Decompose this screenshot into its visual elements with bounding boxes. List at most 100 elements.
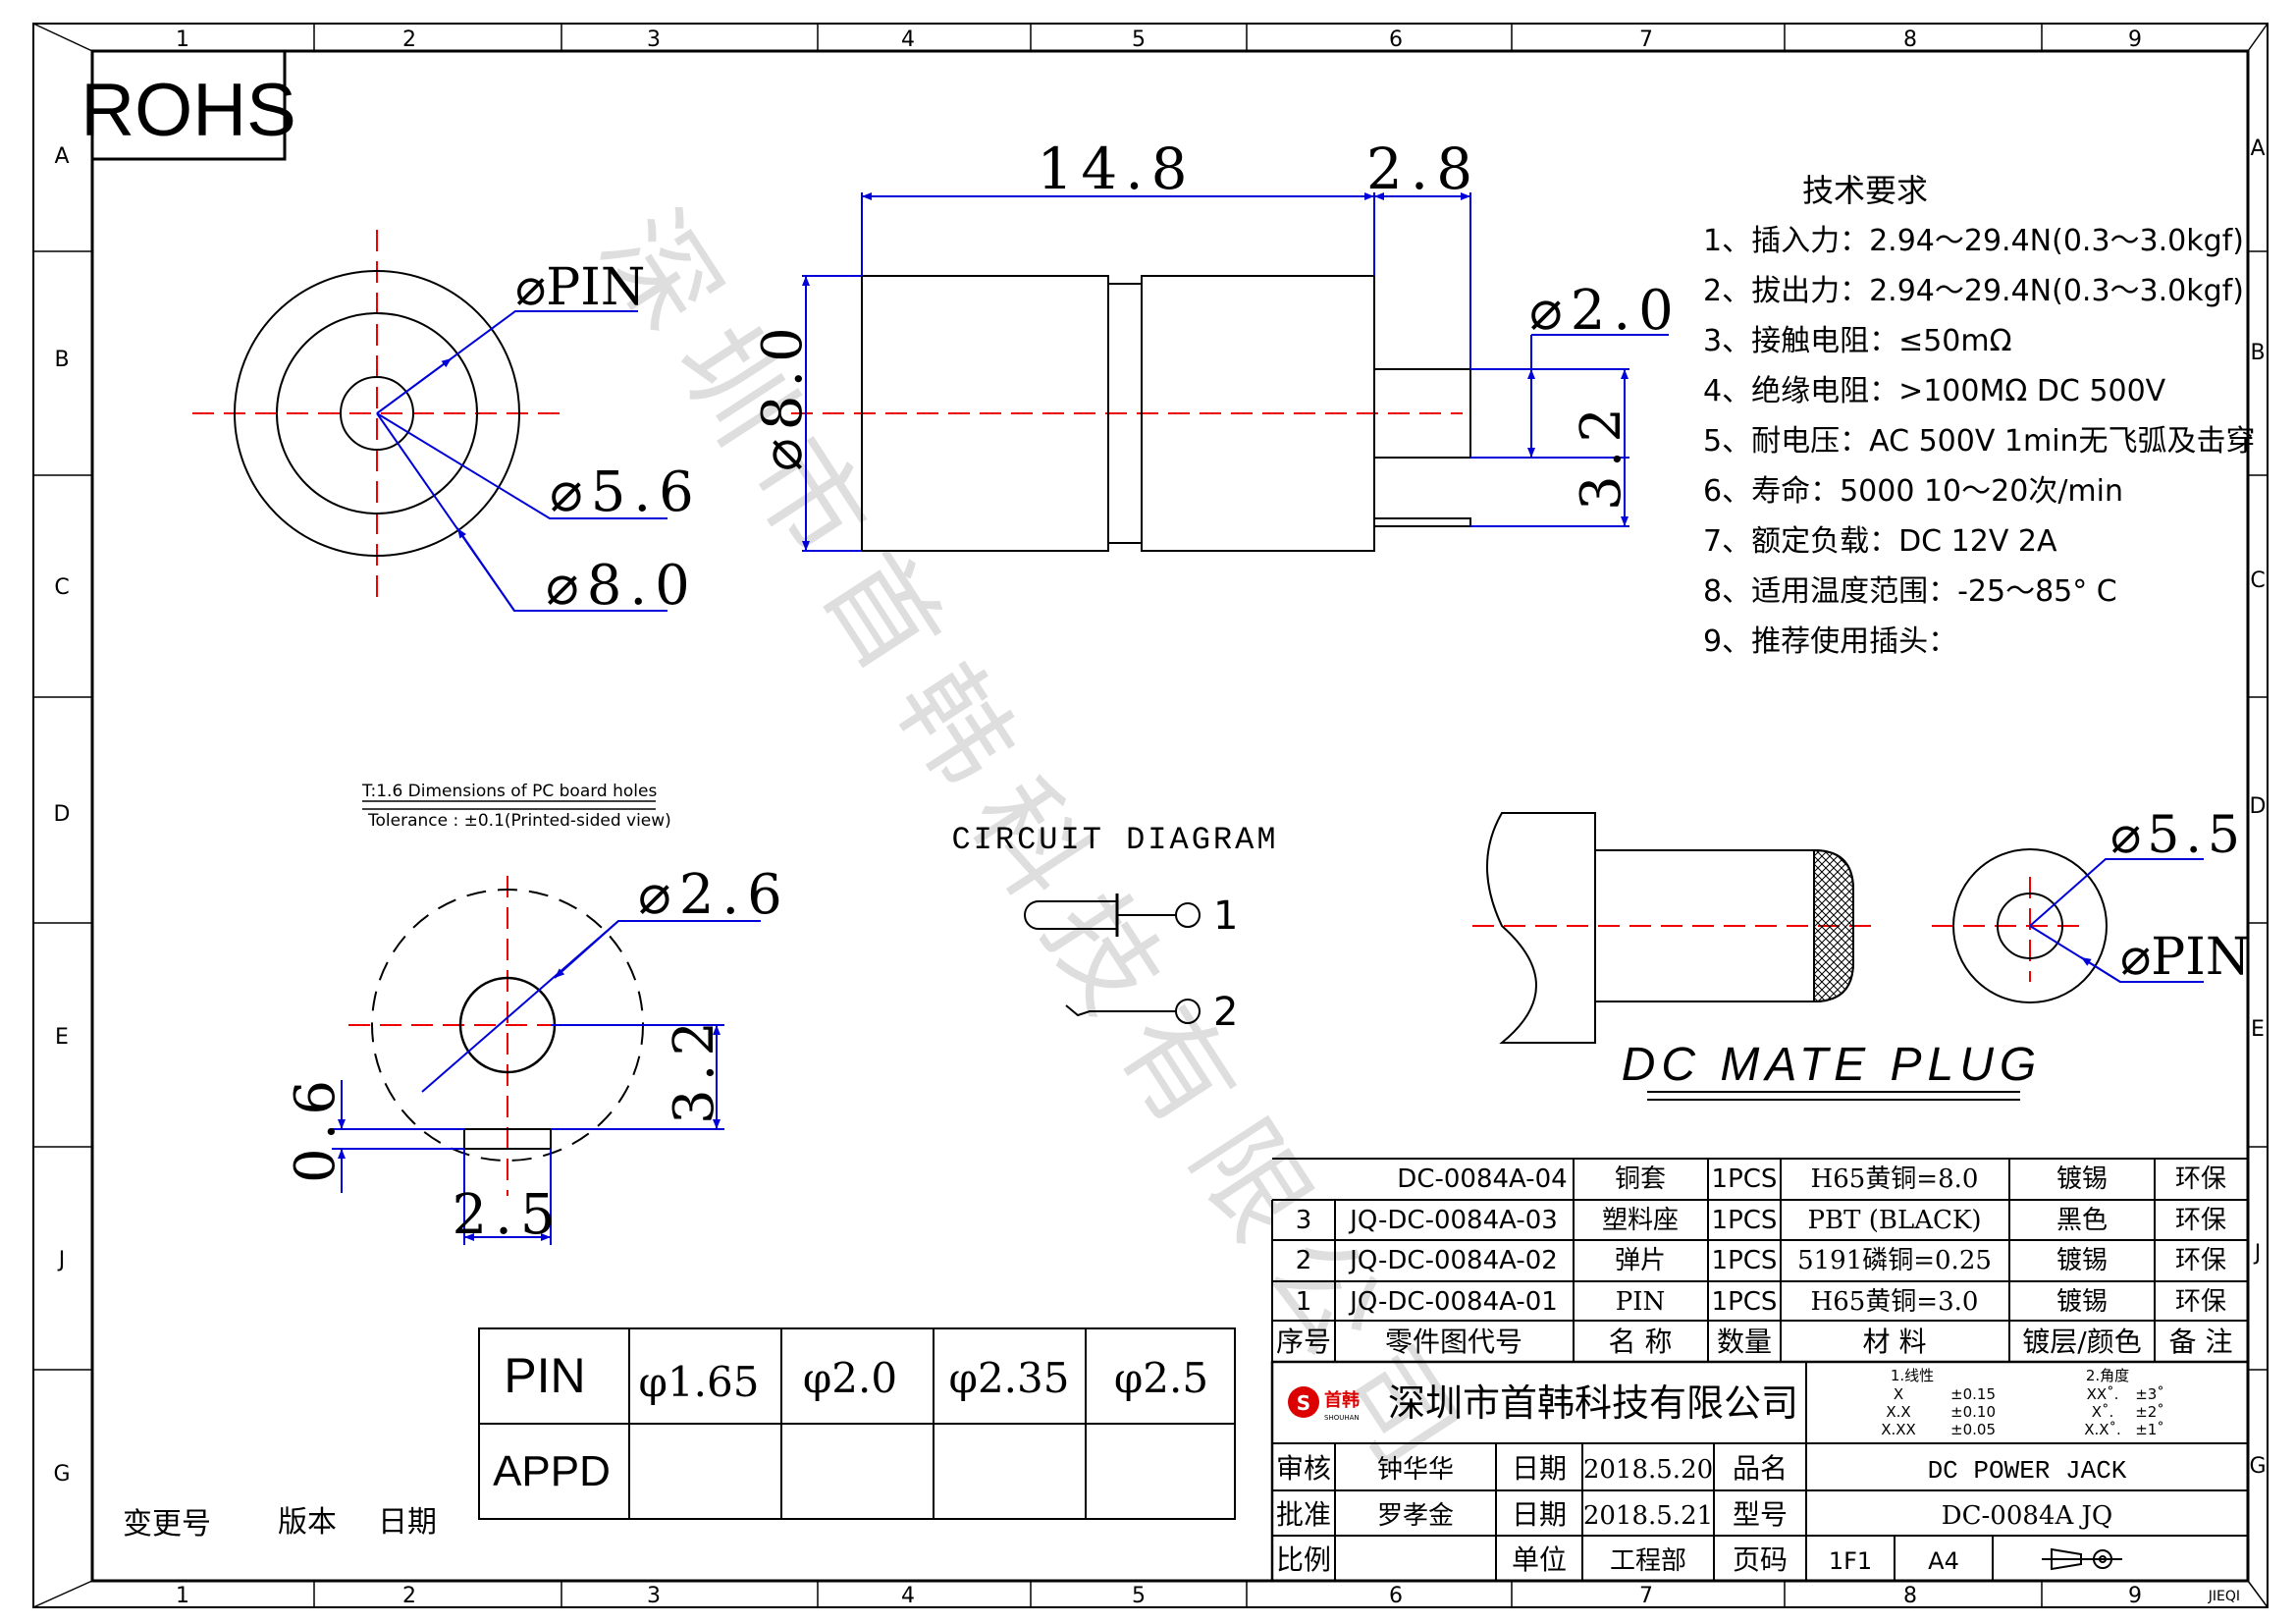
row-label: C bbox=[2250, 568, 2265, 593]
bom-mat: H65黄铜=3.0 bbox=[1811, 1287, 1979, 1317]
col-label: 5 bbox=[1132, 27, 1146, 52]
bom-name: 弹片 bbox=[1615, 1246, 1666, 1275]
bom-table: DC-0084A-04 铜套 1PCS H65黄铜=8.0 镀锡 环保 3 JQ… bbox=[1271, 1158, 2248, 1363]
bom-env: 环保 bbox=[2175, 1206, 2226, 1235]
bom-finish: 镀锡 bbox=[2056, 1287, 2108, 1317]
title-block: S 首韩 SHOUHAN 深圳市首韩科技有限公司 1.线性 X ±0.15 X.… bbox=[1270, 1360, 2250, 1583]
bom-env: 环保 bbox=[2175, 1246, 2226, 1275]
row-label: A bbox=[54, 144, 69, 169]
bom-part: JQ-DC-0084A-01 bbox=[1348, 1287, 1558, 1317]
tol-angle-val: ±1˚ bbox=[2135, 1421, 2164, 1438]
col-label: 6 bbox=[1389, 1584, 1403, 1608]
row-label: A bbox=[2250, 136, 2265, 161]
approver: 罗孝金 bbox=[1377, 1501, 1454, 1531]
unit-value: 工程部 bbox=[1610, 1546, 1686, 1576]
tol-linear-val: ±0.05 bbox=[1950, 1421, 1996, 1438]
dim-2.8: 2.8 bbox=[1366, 135, 1480, 202]
tech-item: 9、推荐使用插头： bbox=[1703, 624, 1957, 659]
tol-linear-key: X.XX bbox=[1881, 1421, 1916, 1438]
bom-env: 环保 bbox=[2175, 1287, 2226, 1317]
bom-finish: 镀锡 bbox=[2056, 1246, 2108, 1275]
col-label: 1 bbox=[176, 27, 189, 52]
circuit-pin-1: 1 bbox=[1213, 893, 1238, 939]
col-label: 7 bbox=[1639, 27, 1653, 52]
tech-item: 1、插入力：2.94～29.4N(0.3～3.0kgf) bbox=[1703, 224, 2244, 258]
tol-angle-title: 2.角度 bbox=[2086, 1367, 2129, 1384]
bom-finish: 镀锡 bbox=[2056, 1164, 2108, 1194]
pin-value: φ2.35 bbox=[949, 1354, 1070, 1402]
pcb-note-1: T:1.6 Dimensions of PC board holes bbox=[361, 782, 657, 801]
dim-8.0: ⌀8.0 bbox=[546, 554, 698, 618]
bom-mat: PBT (BLACK) bbox=[1808, 1206, 1982, 1235]
tol-angle-key: XX˚. bbox=[2087, 1385, 2119, 1403]
review-label: 审核 bbox=[1276, 1452, 1331, 1485]
bom-no: 3 bbox=[1296, 1206, 1312, 1235]
bom-name: 塑料座 bbox=[1602, 1206, 1679, 1235]
side-view: 14.8 2.8 ⌀8.0 ⌀2.0 3.2 bbox=[751, 135, 1674, 552]
bom-header-env: 备 注 bbox=[2169, 1326, 2233, 1358]
bom-name: PIN bbox=[1616, 1287, 1666, 1317]
product-name: DC POWER JACK bbox=[1928, 1456, 2127, 1486]
dim-14.8: 14.8 bbox=[1037, 135, 1195, 202]
unit-label: 单位 bbox=[1512, 1543, 1567, 1576]
row-label: B bbox=[2250, 341, 2265, 365]
tol-angle-key: X.X˚. bbox=[2084, 1421, 2121, 1438]
tech-item: 3、接触电阻：≤50mΩ bbox=[1703, 324, 2012, 358]
bom-qty: 1PCS bbox=[1712, 1287, 1778, 1317]
bom-header-qty: 数量 bbox=[1717, 1326, 1772, 1358]
row-label: C bbox=[54, 575, 69, 600]
bom-qty: 1PCS bbox=[1712, 1164, 1778, 1194]
row-label: D bbox=[54, 802, 71, 827]
bom-mat: 5191磷铜=0.25 bbox=[1797, 1246, 1992, 1275]
circuit-diagram: CIRCUIT DIAGRAM 1 2 bbox=[951, 822, 1278, 1035]
rohs-label: ROHS bbox=[80, 69, 296, 152]
tech-requirements: 技术要求 1、插入力：2.94～29.4N(0.3～3.0kgf) 2、拔出力：… bbox=[1703, 172, 2256, 659]
circuit-title: CIRCUIT DIAGRAM bbox=[951, 822, 1278, 858]
row-label: E bbox=[55, 1025, 69, 1050]
dim-3.2: 3.2 bbox=[1570, 400, 1633, 511]
model-name: DC-0084A JQ bbox=[1942, 1501, 2112, 1531]
col-label: 2 bbox=[402, 1584, 416, 1608]
model-label: 型号 bbox=[1733, 1498, 1788, 1531]
product-label: 品名 bbox=[1733, 1452, 1788, 1485]
col-label: 8 bbox=[1903, 27, 1917, 52]
review-date: 2018.5.20 bbox=[1583, 1455, 1713, 1485]
circuit-pin-2: 2 bbox=[1213, 990, 1238, 1035]
page-label: 页码 bbox=[1733, 1543, 1788, 1576]
revision-version: 版本 bbox=[278, 1505, 337, 1540]
col-label: 5 bbox=[1132, 1584, 1146, 1608]
dim-2.5: 2.5 bbox=[452, 1183, 562, 1247]
tech-item: 8、适用温度范围：-25～85° C bbox=[1703, 574, 2117, 609]
frame-labels: 1 2 3 4 5 6 7 8 9 1 2 3 4 5 6 7 8 9 A B … bbox=[53, 27, 2266, 1608]
date-label: 日期 bbox=[1512, 1452, 1567, 1485]
bom-header-mat: 材 料 bbox=[1863, 1326, 1927, 1358]
scale-label: 比例 bbox=[1276, 1543, 1331, 1576]
bom-finish: 黑色 bbox=[2056, 1206, 2108, 1235]
row-label: J bbox=[2253, 1241, 2262, 1266]
col-label: 7 bbox=[1639, 1584, 1653, 1608]
logo-text: 首韩 bbox=[1324, 1389, 1360, 1411]
bom-header-part: 零件图代号 bbox=[1385, 1326, 1522, 1358]
pin-table: PIN APPD φ1.65 φ2.0 φ2.35 φ2.5 bbox=[478, 1327, 1236, 1520]
revision-change: 变更号 bbox=[123, 1507, 211, 1542]
bom-part: DC-0084A-04 bbox=[1397, 1164, 1567, 1194]
bom-part: JQ-DC-0084A-03 bbox=[1348, 1206, 1558, 1235]
col-label: 9 bbox=[2128, 1584, 2142, 1608]
drawing-frame bbox=[32, 23, 2269, 1608]
dim-5.6: ⌀5.6 bbox=[550, 460, 702, 524]
tol-linear-val: ±0.10 bbox=[1950, 1403, 1996, 1421]
appd-row-label: APPD bbox=[493, 1447, 611, 1495]
tech-item: 2、拔出力：2.94～29.4N(0.3～3.0kgf) bbox=[1703, 274, 2244, 308]
col-label: 8 bbox=[1903, 1584, 1917, 1608]
approve-label: 批准 bbox=[1276, 1498, 1331, 1531]
company-logo: S 首韩 SHOUHAN bbox=[1288, 1386, 1360, 1422]
tech-item: 6、寿命：5000 10～20次/min bbox=[1703, 474, 2123, 509]
dc-mate-plug: ⌀5.5 ⌀PIN DC MATE PLUG bbox=[1472, 806, 2250, 1101]
company-name: 深圳市首韩科技有限公司 bbox=[1388, 1381, 1798, 1425]
col-label: 9 bbox=[2128, 27, 2142, 52]
rohs-box: ROHS bbox=[80, 49, 296, 161]
tol-linear-key: X bbox=[1894, 1385, 1903, 1403]
dim-2.6: ⌀2.6 bbox=[638, 863, 790, 927]
bom-qty: 1PCS bbox=[1712, 1206, 1778, 1235]
